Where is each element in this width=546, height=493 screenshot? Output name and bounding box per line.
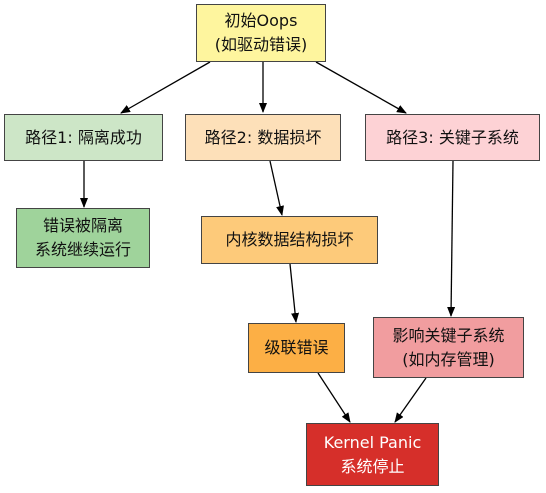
node-path3-critical-subsystem: 路径3: 关键子系统 bbox=[365, 114, 540, 161]
node-affect-critical-subsystem-line2: (如内存管理) bbox=[402, 349, 495, 369]
node-affect-critical-subsystem: 影响关键子系统 (如内存管理) bbox=[373, 317, 524, 378]
node-initial-oops-title: 初始Oops bbox=[224, 11, 298, 30]
node-path2-label: 路径2: 数据损坏 bbox=[204, 127, 322, 147]
node-kernel-panic-title: Kernel Panic bbox=[323, 432, 422, 452]
arrow-cascade-to-panic bbox=[317, 372, 351, 423]
node-initial-oops-subtitle: (如驱动错误) bbox=[214, 35, 308, 54]
arrow-oops-to-path3 bbox=[315, 61, 407, 114]
node-cascade-error-label: 级联错误 bbox=[264, 338, 329, 357]
node-error-isolated-line2: 系统继续运行 bbox=[34, 240, 131, 259]
arrow-critical-to-panic bbox=[394, 377, 427, 423]
node-kernel-data-corrupted-label: 内核数据结构损坏 bbox=[225, 230, 354, 249]
arrow-path2-to-corrupt bbox=[269, 160, 284, 216]
node-path1-label: 路径1: 隔离成功 bbox=[25, 127, 142, 147]
node-path3-label: 路径3: 关键子系统 bbox=[386, 127, 519, 147]
node-path2-data-corruption: 路径2: 数据损坏 bbox=[185, 114, 341, 161]
node-error-isolated-line1: 错误被隔离 bbox=[42, 216, 123, 235]
node-cascade-error: 级联错误 bbox=[248, 323, 345, 373]
node-kernel-data-corrupted: 内核数据结构损坏 bbox=[201, 216, 378, 264]
node-kernel-panic: Kernel Panic 系统停止 bbox=[306, 423, 439, 486]
node-affect-critical-subsystem-line1: 影响关键子系统 bbox=[392, 325, 505, 345]
arrow-path3-to-critical bbox=[447, 160, 456, 317]
arrow-corrupt-to-cascade bbox=[289, 263, 300, 323]
arrow-oops-to-path1 bbox=[120, 61, 211, 114]
node-path1-isolation-success: 路径1: 隔离成功 bbox=[4, 114, 163, 161]
node-kernel-panic-subtitle: 系统停止 bbox=[340, 456, 405, 476]
node-error-isolated: 错误被隔离 系统继续运行 bbox=[16, 208, 150, 268]
node-initial-oops: 初始Oops (如驱动错误) bbox=[196, 4, 326, 62]
